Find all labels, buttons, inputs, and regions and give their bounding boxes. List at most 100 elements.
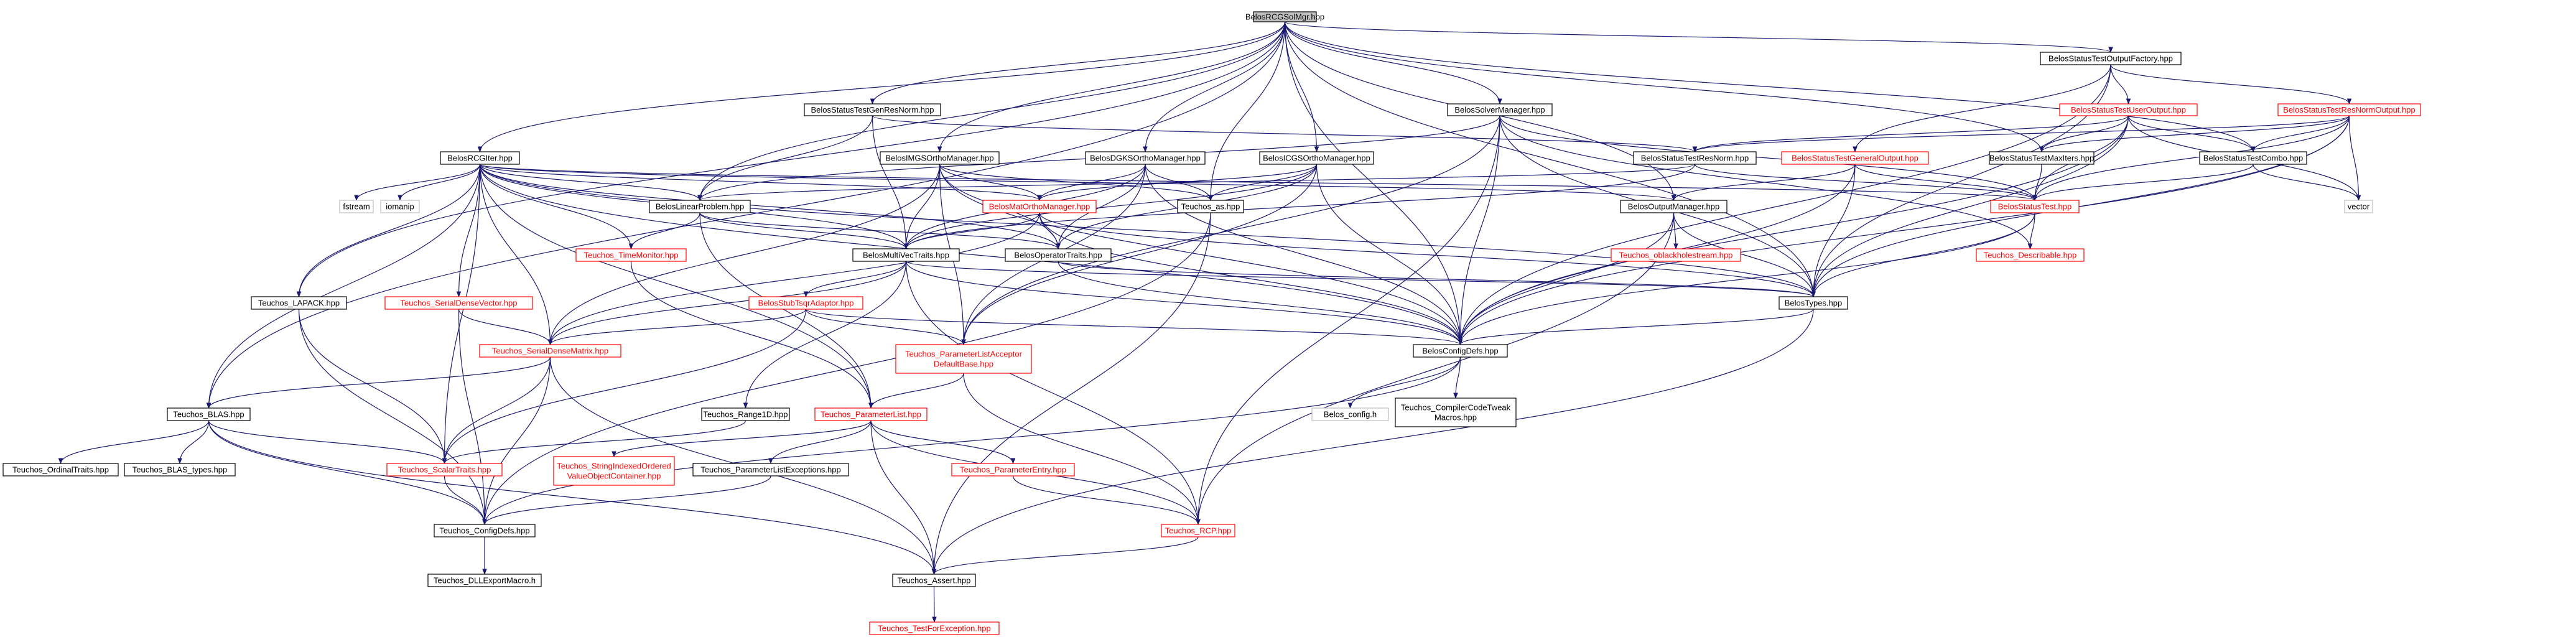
node-plexceptions[interactable]: Teuchos_ParameterListExceptions.hpp [692,463,849,477]
node-stringidx[interactable]: Teuchos_StringIndexedOrderedValueObjectC… [553,456,675,486]
node-box [1611,248,1741,262]
edge-rcgiter-to-scalar [442,164,481,464]
edge-configdefs-to-compilertweak [1453,356,1461,399]
node-vector: vector [2344,200,2373,213]
edge-root-to-solvermgr [1284,21,1502,105]
edge-useroutput-to-belostypes [1811,115,2129,297]
node-box [869,621,1000,635]
node-dgks[interactable]: BelosDGKSOrthoManager.hpp [1085,151,1206,165]
edge-resnormoutput-to-combo [2251,115,2350,152]
node-icgs[interactable]: BelosICGSOrthoManager.hpp [1259,151,1374,165]
node-tas[interactable]: Teuchos_as.hpp [1177,200,1244,213]
node-label: BelosMultiVecTraits.hpp [863,251,949,260]
node-multivec[interactable]: BelosMultiVecTraits.hpp [852,248,960,262]
edge-root-to-imgs [937,21,1286,152]
node-linproblem[interactable]: BelosLinearProblem.hpp [649,200,751,213]
node-box [2,463,119,477]
node-assert[interactable]: Teuchos_Assert.hpp [892,574,976,587]
edge-multivec-to-sdmatrix [547,261,907,345]
node-resnorm[interactable]: BelosStatusTestResNorm.hpp [1633,151,1757,165]
node-solvermgr[interactable]: BelosSolverManager.hpp [1447,103,1553,116]
node-timemonitor[interactable]: Teuchos_TimeMonitor.hpp [575,248,687,262]
node-useroutput[interactable]: BelosStatusTestUserOutput.hpp [2059,103,2198,116]
edge-rcgiter-to-matortho [479,164,1042,201]
node-box [982,200,1097,213]
node-opertraits[interactable]: BelosOperatorTraits.hpp [1005,248,1112,262]
node-configdefs[interactable]: BelosConfigDefs.hpp [1413,344,1508,358]
node-rangeid[interactable]: Teuchos_Range1D.hpp [701,407,790,421]
node-generaloutput[interactable]: BelosStatusTestGeneralOutput.hpp [1781,151,1929,165]
node-label: Teuchos_Assert.hpp [898,576,971,585]
node-tconfigdefs[interactable]: Teuchos_ConfigDefs.hpp [434,524,536,537]
node-sdvector[interactable]: Teuchos_SerialDenseVector.hpp [384,296,533,310]
edge-root-to-linproblem [697,21,1286,201]
node-sdmatrix[interactable]: Teuchos_SerialDenseMatrix.hpp [479,344,621,358]
edge-factory-to-generaloutput [1853,64,2111,152]
node-label: Teuchos_SerialDenseMatrix.hpp [492,346,608,356]
node-label: BelosRCGIter.hpp [447,154,513,163]
node-blastypes[interactable]: Teuchos_BLAS_types.hpp [124,463,236,477]
edge-icgs-to-placcessor [961,164,1318,345]
node-testforexc[interactable]: Teuchos_TestForException.hpp [869,621,1000,635]
edge-icgs-to-configdefs [1316,164,1463,345]
edge-paramlist-to-assert [870,420,937,575]
node-rcgiter[interactable]: BelosRCGIter.hpp [440,151,520,165]
node-blas[interactable]: Teuchos_BLAS.hpp [167,407,251,421]
edge-dgks-to-matortho [1037,164,1146,201]
edge-rcgiter-to-belostypes [479,164,1816,297]
edge-blas-to-assert [208,420,937,575]
node-label: Teuchos_BLAS.hpp [173,410,244,419]
node-box [427,574,542,587]
edge-linproblem-to-multivec [699,212,909,249]
node-box [479,344,621,358]
node-label: Teuchos_RCP.hpp [1165,526,1232,536]
node-imgs[interactable]: BelosIMGSOrthoManager.hpp [880,151,1000,165]
node-outputmgr[interactable]: BelosOutputManager.hpp [1620,200,1727,213]
edge-useroutput-to-resnorm [1692,115,2129,152]
edge-useroutput-to-maxiters [2039,115,2129,152]
node-statustest[interactable]: BelosStatusTest.hpp [1990,200,2080,213]
edge-opertraits-to-configdefs [1058,261,1463,345]
node-paramlist[interactable]: Teuchos_ParameterList.hpp [814,407,928,421]
node-box [2040,52,2182,65]
node-combo[interactable]: BelosStatusTestCombo.hpp [2199,151,2307,165]
node-label: Macros.hpp [1434,413,1477,422]
node-paramentry[interactable]: Teuchos_ParameterEntry.hpp [951,463,1075,477]
node-describable[interactable]: Teuchos_Describable.hpp [1976,248,2085,262]
edge-resnormoutput-to-maxiters [2039,115,2350,152]
node-root[interactable]: BelosRCGSolMgr.hpp [1245,11,1324,22]
node-genresnorm[interactable]: BelosStatusTestGenResNorm.hpp [804,103,941,116]
edge-icgs-to-multivec [903,164,1318,249]
node-box [1633,151,1757,165]
node-label: BelosMatOrthoManager.hpp [989,202,1090,212]
node-factory[interactable]: BelosStatusTestOutputFactory.hpp [2040,52,2182,65]
edge-sdvector-to-tconfigdefs [458,309,487,525]
edge-timemonitor-to-paramlist [630,261,873,409]
edge-lapack-to-tconfigdefs [298,309,487,525]
edge-tas-to-tconfigdefs [482,212,1211,525]
node-belostypes[interactable]: BelosTypes.hpp [1779,296,1848,310]
node-matortho[interactable]: BelosMatOrthoManager.hpp [982,200,1097,213]
node-maxiters[interactable]: BelosStatusTestMaxIters.hpp [1989,151,2095,165]
node-resnormoutput[interactable]: BelosStatusTestResNormOutput.hpp [2277,103,2421,116]
node-tsqr[interactable]: BelosStubTsqrAdaptor.hpp [748,296,863,310]
edge-root-to-lapack [296,21,1286,297]
node-placcessor[interactable]: Teuchos_ParameterListAcceptorDefaultBase… [895,344,1032,374]
edge-dgks-to-opertraits [1056,164,1146,249]
node-oblackhole[interactable]: Teuchos_oblackholestream.hpp [1611,248,1741,262]
edge-matortho-to-configdefs [1039,212,1463,345]
node-dllexport[interactable]: Teuchos_DLLExportMacro.h [427,574,542,587]
edge-solvermgr-to-rcp [1196,115,1500,525]
edge-assert-to-testforexc [932,586,937,623]
edge-factory-to-configdefs [1458,64,2111,345]
edge-outputmgr-to-belostypes [1673,212,1816,297]
edge-rcgiter-to-timemonitor [479,164,634,249]
node-scalar[interactable]: Teuchos_ScalarTraits.hpp [386,463,503,477]
edge-genresnorm-to-linproblem [697,115,873,201]
node-lapack[interactable]: Teuchos_LAPACK.hpp [251,296,347,310]
edge-belostypes-to-assert [931,309,1814,575]
edge-root-to-rcgiter [477,21,1286,152]
node-rcp[interactable]: Teuchos_RCP.hpp [1161,524,1235,537]
node-ordinal[interactable]: Teuchos_OrdinalTraits.hpp [2,463,119,477]
